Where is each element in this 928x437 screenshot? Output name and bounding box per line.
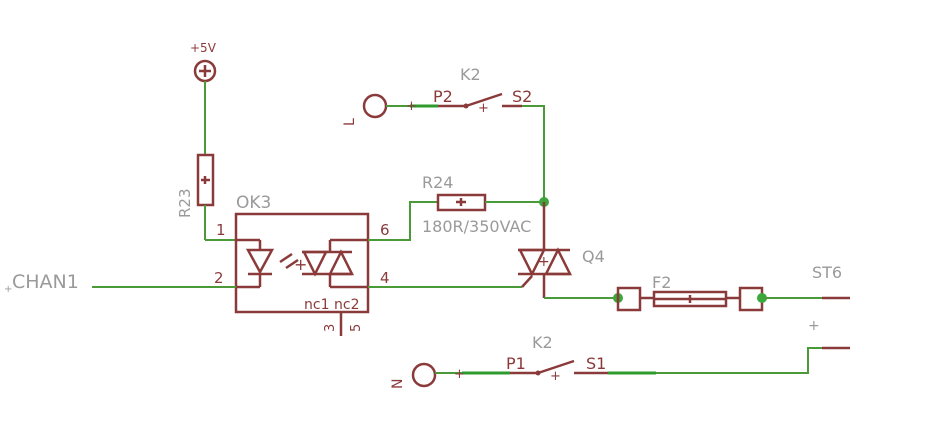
q4-label: Q4 [582,247,605,266]
st6-plus-label: + [808,318,820,334]
n-terminal: N [390,362,437,389]
st6-terminal: ST6 + [808,263,850,350]
st6-label: ST6 [812,263,842,282]
wire-s1-st6 [656,347,822,374]
r24-label: R24 [422,173,453,192]
r23-label: R23 [176,188,194,218]
pin5-label: 5 [349,324,364,332]
p2-label: P2 [433,87,453,106]
svg-text:+: + [478,101,489,116]
f2-label: F2 [652,273,671,292]
l-label: L [342,118,358,126]
s2-label: S2 [512,87,532,106]
k2-top-switch: + K2 P2 S2 [433,65,532,116]
plus5v-supply: +5V [190,41,217,83]
k2-bottom-label: K2 [532,333,553,352]
chan1-label: CHAN1 [12,271,79,293]
wire-pin6-r24 [368,201,438,241]
pin4-label: 4 [380,269,390,287]
svg-text:+: + [406,99,417,114]
l-terminal: L [342,93,388,126]
svg-text:+: + [550,369,561,384]
pin2-label: 2 [214,269,224,287]
svg-text:+: + [4,284,12,295]
f2-fuse: F2 [616,273,764,312]
r23-resistor: R23 [176,153,215,218]
pin3-label: 3 [323,324,338,332]
pin1-label: 1 [216,221,226,239]
ok3-label: OK3 [236,193,271,213]
k2-bottom-switch: + K2 P1 S1 [506,333,608,384]
n-label: N [390,379,406,389]
ok3-optocoupler: OK3 + 1 6 2 4 nc1 nc2 3 5 [214,193,390,336]
svg-text:+: + [538,254,550,270]
p1-label: P1 [506,354,526,373]
r24-resistor: R24 180R/350VAC [422,173,531,236]
s1-label: S1 [586,354,606,373]
svg-text:+: + [454,367,465,382]
pin6-label: 6 [380,221,390,239]
r24-value: 180R/350VAC [422,217,531,236]
svg-text:+: + [294,255,307,274]
plus5v-label: +5V [190,41,217,55]
k2-top-label: K2 [460,65,481,84]
q4-triac: + Q4 [517,202,605,298]
chan1-input: + CHAN1 [4,271,79,295]
nc2-label: nc2 [334,297,359,313]
wire-s2-node [522,105,545,202]
nc1-label: nc1 [304,297,329,313]
